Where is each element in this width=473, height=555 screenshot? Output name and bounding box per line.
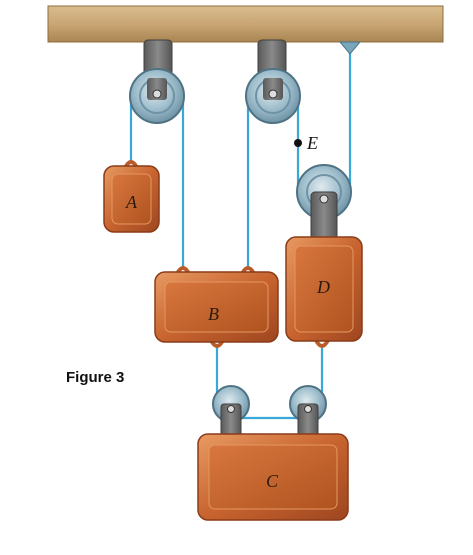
point-e-marker: [294, 139, 302, 147]
block-b-label: B: [208, 304, 219, 324]
block-d-label: D: [316, 277, 330, 297]
block-a-label: A: [125, 192, 138, 212]
block-c-pulley-left: [212, 385, 250, 439]
block-d: D: [285, 236, 363, 348]
block-a: A: [103, 160, 160, 233]
pulley-axle: [304, 405, 312, 413]
block-c-pulley-right: [289, 385, 327, 439]
ceiling-pulley-right: [245, 39, 301, 124]
pulley-axle: [319, 194, 329, 204]
block-b: B: [154, 266, 279, 348]
block-d-pulley: [296, 164, 352, 241]
ceiling-anchor: [338, 41, 362, 55]
pulley-axle: [152, 89, 162, 99]
pulley-axle: [227, 405, 235, 413]
ceiling-beam: [47, 5, 444, 43]
block-c-label: C: [266, 471, 279, 491]
block-c: C: [197, 433, 349, 521]
ceiling-pulley-left: [129, 39, 185, 124]
pulley-axle: [268, 89, 278, 99]
figure-caption: Figure 3: [66, 369, 125, 386]
point-e-label: E: [306, 133, 318, 153]
